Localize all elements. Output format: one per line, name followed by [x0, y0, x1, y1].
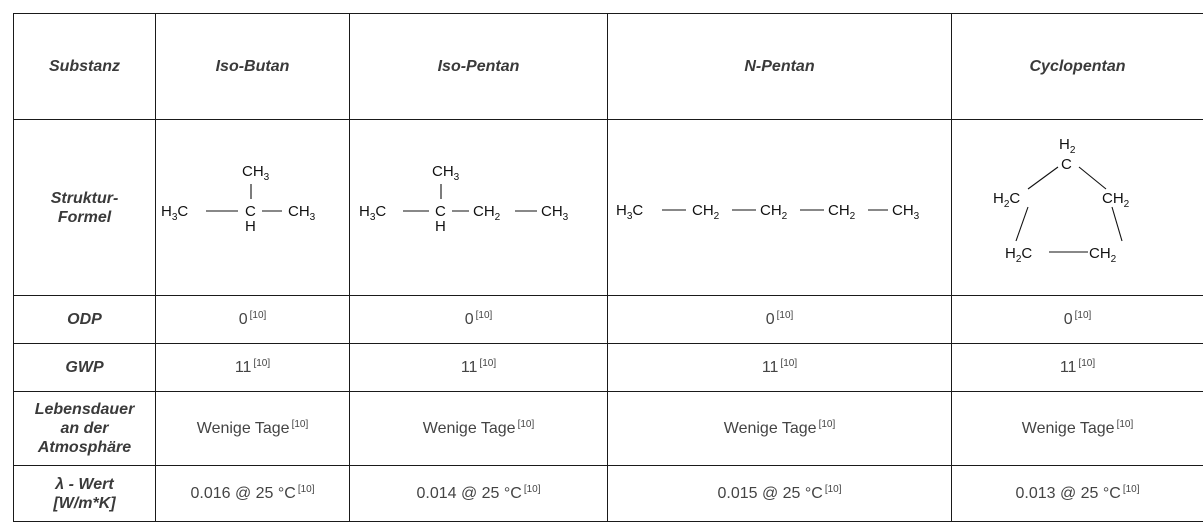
gwp-label: GWP: [13, 343, 156, 392]
reference-mark: [10]: [475, 310, 493, 321]
substance-table: Substanz Iso-Butan Iso-Pentan N-Pentan C…: [13, 13, 1203, 522]
n-pentan-ch2-3: CH2: [828, 202, 856, 222]
odp-value: 0[10]: [155, 295, 350, 344]
lifetime-value: Wenige Tage[10]: [607, 391, 952, 466]
odp-label: ODP: [13, 295, 156, 344]
lambda-value: 0.013 @ 25 °C[10]: [951, 465, 1203, 522]
cyclo-c-top: C: [1061, 156, 1072, 173]
reference-mark: [10]: [291, 419, 309, 430]
cyclo-h2c-bottom: H2C: [1005, 245, 1032, 265]
iso-butan-structure: CH3 H3C C CH3 H: [161, 163, 316, 235]
lifetime-value: Wenige Tage[10]: [349, 391, 608, 466]
reference-mark: [10]: [780, 358, 798, 369]
structure-label: Struktur- Formel: [13, 119, 156, 296]
lifetime-label-line-3: Atmosphäre: [37, 439, 132, 456]
cyclopentan-structure: H2 C H2C CH2 H2C CH2: [993, 136, 1130, 265]
lambda-label-line-2: [W/m*K]: [53, 494, 116, 512]
header-iso-butan: Iso-Butan: [155, 13, 350, 120]
formula-cyclopentan: H2 C H2C CH2 H2C CH2: [951, 119, 1203, 296]
n-pentan-structure: H3C CH2 CH2 CH2 CH3: [616, 202, 920, 222]
lambda-value: 0.014 @ 25 °C[10]: [349, 465, 608, 522]
gwp-value: 11[10]: [951, 343, 1203, 392]
odp-value: 0[10]: [607, 295, 952, 344]
n-pentan-h3c: H3C: [616, 202, 643, 222]
lifetime-value: Wenige Tage[10]: [951, 391, 1203, 466]
n-pentan-ch2-2: CH2: [760, 202, 788, 222]
lambda-label: λ - Wert [W/m*K]: [13, 465, 156, 522]
formula-n-pentan: H3C CH2 CH2 CH2 CH3: [607, 119, 952, 296]
iso-pentan-ch3-right: CH3: [541, 203, 569, 223]
lambda-label-line-1: λ - Wert: [55, 475, 114, 493]
lifetime-row: Lebensdauer an der Atmosphäre Wenige Tag…: [13, 391, 1203, 466]
lifetime-value: Wenige Tage[10]: [155, 391, 350, 466]
header-iso-pentan: Iso-Pentan: [349, 13, 608, 120]
lifetime-label-line-1: Lebensdauer: [34, 401, 135, 418]
iso-pentan-ch3-top: CH3: [432, 163, 460, 183]
iso-pentan-ch2: CH2: [473, 203, 501, 223]
iso-pentan-structure: CH3 H3C C CH2 CH3 H: [359, 163, 569, 235]
lambda-value: 0.016 @ 25 °C[10]: [155, 465, 350, 522]
structure-label-line-1: Struktur-: [50, 189, 119, 207]
lambda-row: λ - Wert [W/m*K] 0.016 @ 25 °C[10] 0.014…: [13, 465, 1203, 522]
gwp-row: GWP 11[10] 11[10] 11[10] 11[10]: [13, 343, 1203, 392]
cyclo-h2-top: H2: [1059, 136, 1076, 156]
reference-mark: [10]: [1116, 419, 1134, 430]
reference-mark: [10]: [1074, 310, 1092, 321]
cyclo-h2c-left: H2C: [993, 190, 1020, 210]
reference-mark: [10]: [776, 310, 794, 321]
odp-row: ODP 0[10] 0[10] 0[10] 0[10]: [13, 295, 1203, 344]
gwp-value: 11[10]: [349, 343, 608, 392]
structure-row: Struktur- Formel CH3 H3C C CH3 H CH3 H3C: [13, 119, 1203, 296]
iso-butan-ch3-top: CH3: [242, 163, 270, 183]
header-label: Substanz: [13, 13, 156, 120]
reference-mark: [10]: [253, 358, 271, 369]
reference-mark: [10]: [1078, 358, 1096, 369]
reference-mark: [10]: [824, 484, 842, 495]
iso-pentan-h3c: H3C: [359, 203, 386, 223]
lambda-value: 0.015 @ 25 °C[10]: [607, 465, 952, 522]
header-n-pentan: N-Pentan: [607, 13, 952, 120]
reference-mark: [10]: [1122, 484, 1140, 495]
cyclo-bond-top-left: [1027, 166, 1058, 189]
reference-mark: [10]: [249, 310, 267, 321]
iso-butan-ch3-right: CH3: [288, 203, 316, 223]
cyclo-ch2-right: CH2: [1102, 190, 1130, 210]
odp-value: 0[10]: [951, 295, 1203, 344]
header-row: Substanz Iso-Butan Iso-Pentan N-Pentan C…: [13, 13, 1203, 120]
cyclo-ch2-bottom: CH2: [1089, 245, 1117, 265]
n-pentan-ch3: CH3: [892, 202, 920, 222]
lifetime-label-line-2: an der: [60, 420, 109, 437]
iso-pentan-h: H: [435, 218, 446, 235]
iso-butan-c: C: [245, 203, 256, 220]
structure-label-line-2: Formel: [57, 208, 112, 226]
cyclo-bond-top-right: [1078, 166, 1106, 189]
reference-mark: [10]: [523, 484, 541, 495]
reference-mark: [10]: [479, 358, 497, 369]
header-cyclopentan: Cyclopentan: [951, 13, 1203, 120]
reference-mark: [10]: [297, 484, 315, 495]
reference-mark: [10]: [818, 419, 836, 430]
formula-iso-butan: CH3 H3C C CH3 H: [155, 119, 350, 296]
formula-iso-pentan: CH3 H3C C CH2 CH3 H: [349, 119, 608, 296]
iso-butan-h3c: H3C: [161, 203, 188, 223]
odp-value: 0[10]: [349, 295, 608, 344]
gwp-value: 11[10]: [155, 343, 350, 392]
cyclo-bond-right: [1110, 206, 1123, 241]
cyclo-bond-left: [1014, 206, 1029, 241]
n-pentan-ch2-1: CH2: [692, 202, 720, 222]
iso-pentan-c: C: [435, 203, 446, 220]
gwp-value: 11[10]: [607, 343, 952, 392]
iso-butan-h: H: [245, 218, 256, 235]
lifetime-label: Lebensdauer an der Atmosphäre: [13, 391, 156, 466]
reference-mark: [10]: [517, 419, 535, 430]
